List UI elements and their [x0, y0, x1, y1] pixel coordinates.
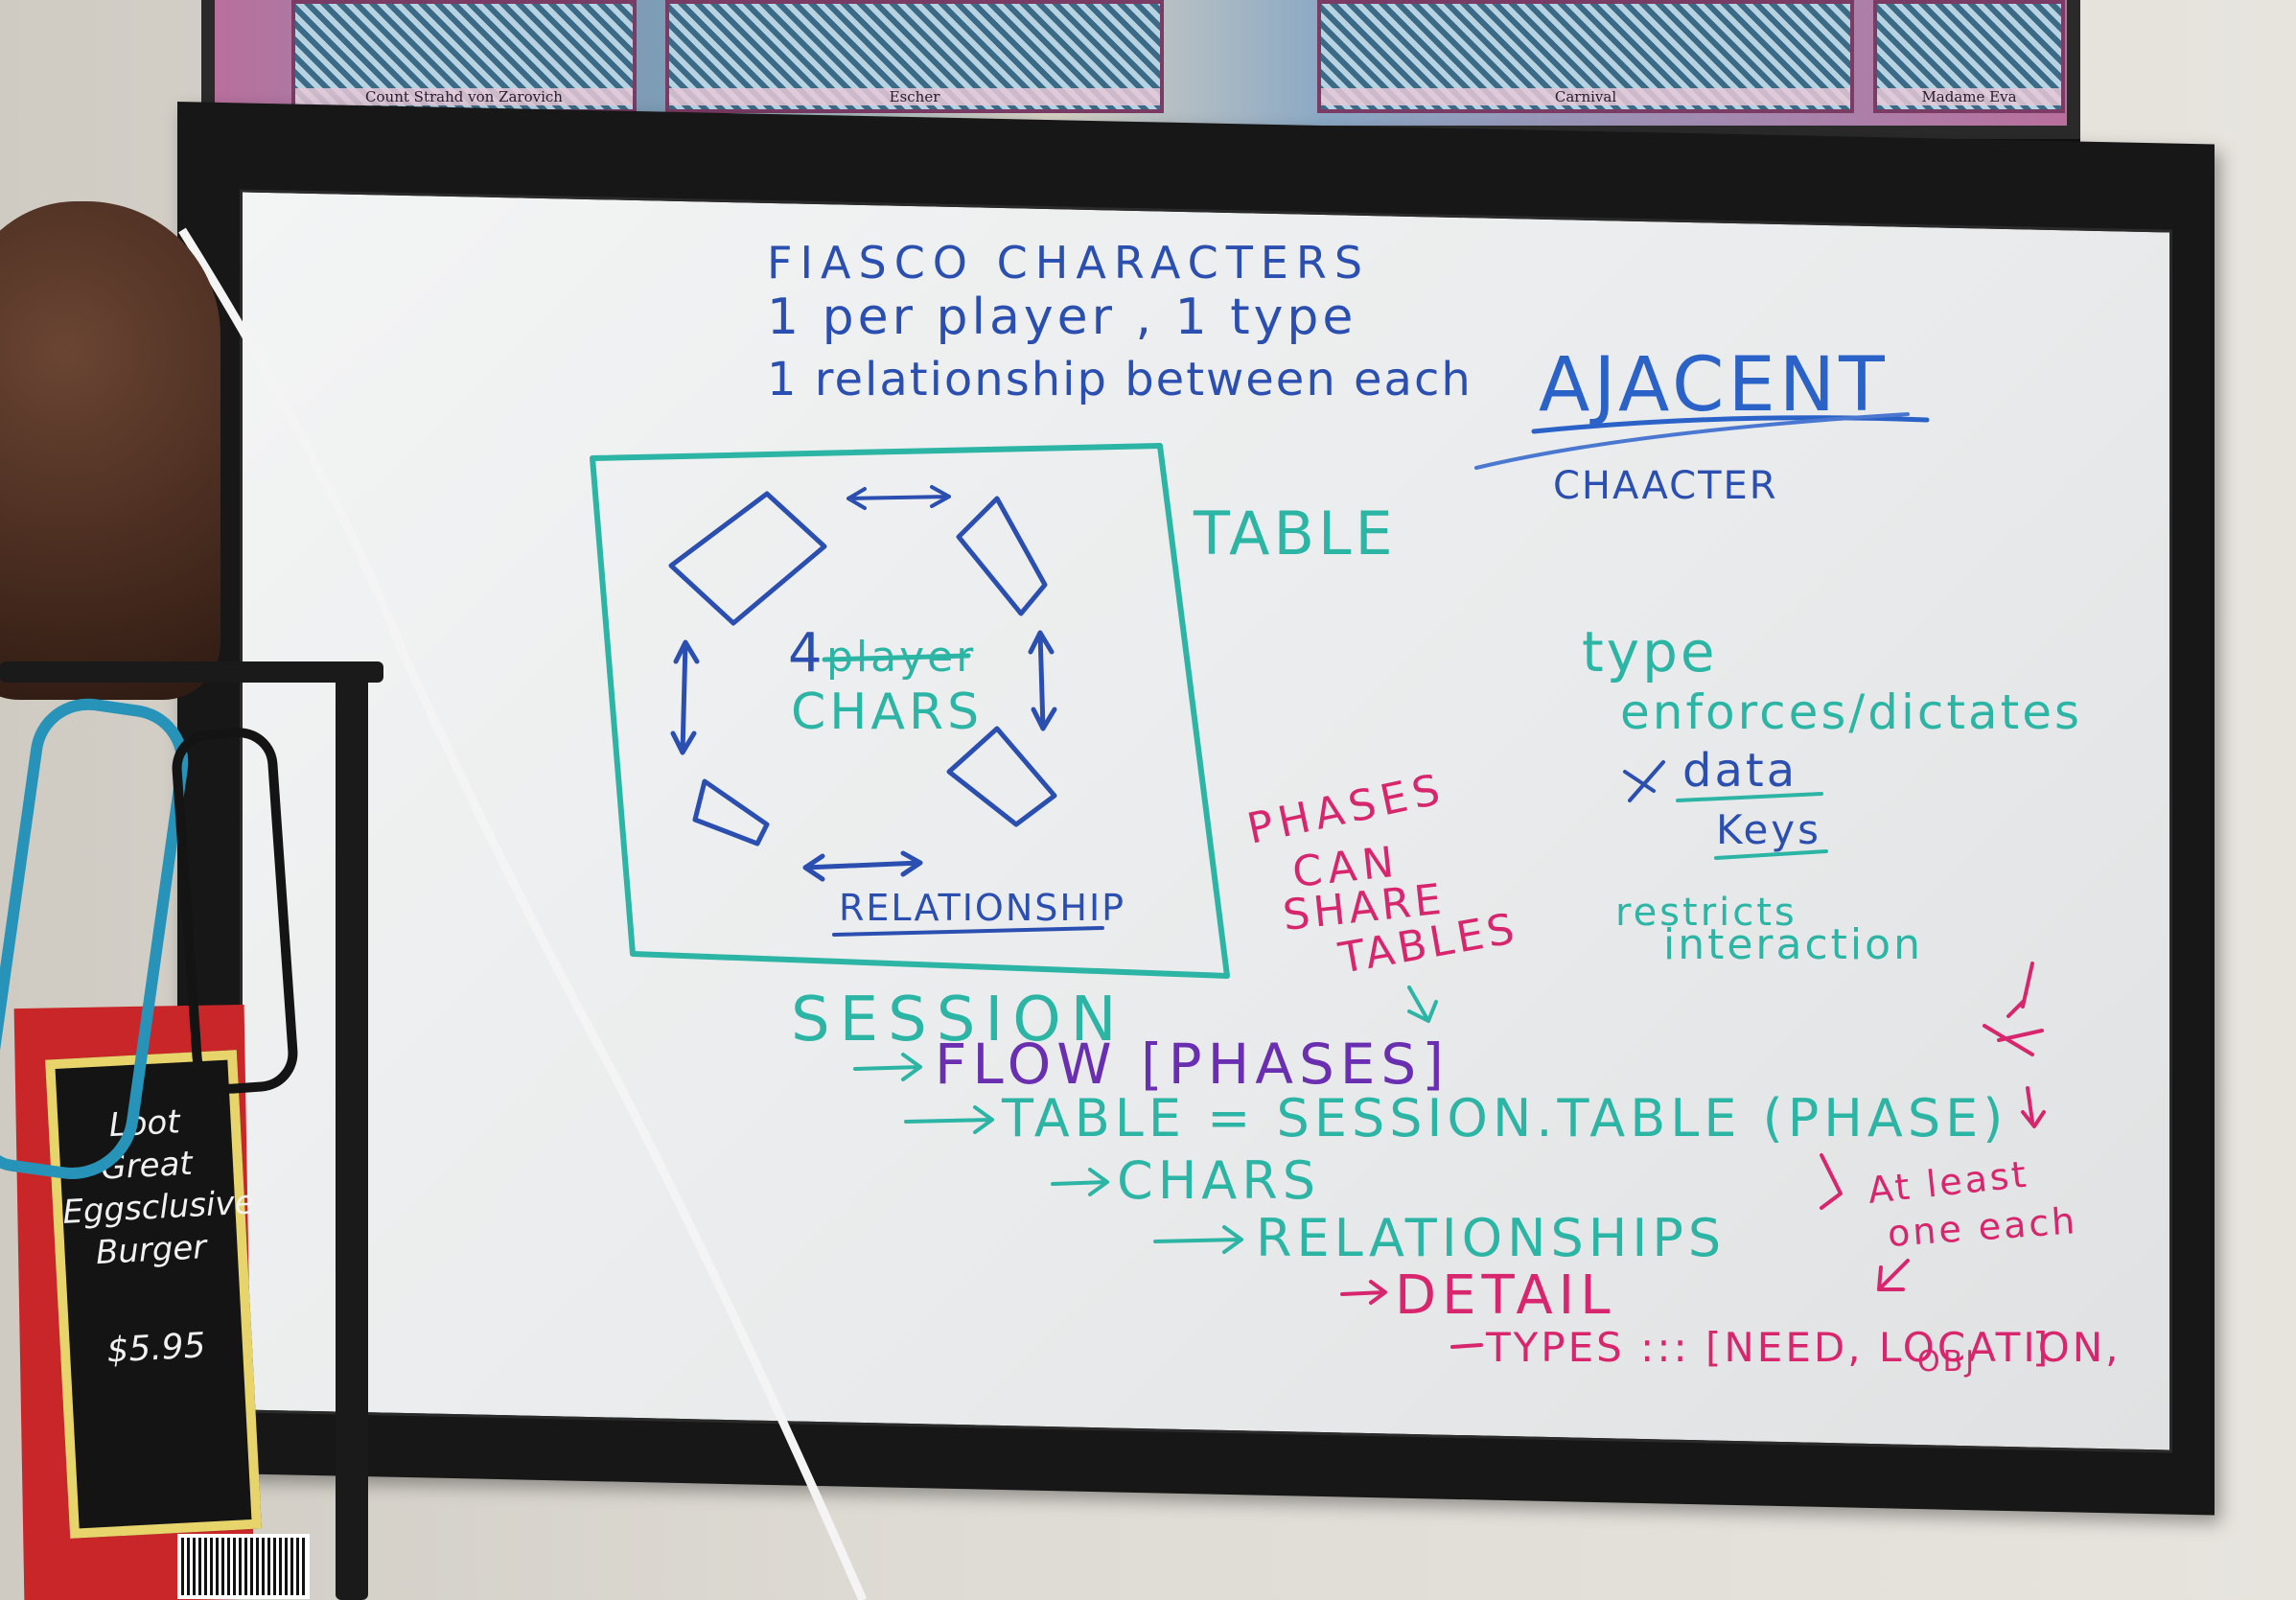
- center-label: CHARS: [791, 684, 983, 741]
- scribble-mark: [1623, 760, 1665, 802]
- side-note-line-2: one each: [1887, 1199, 2079, 1255]
- poster-caption: Carnival: [1321, 88, 1850, 105]
- side-note-arrow: [1877, 1259, 1910, 1291]
- header-line-3: 1 relationship between each: [767, 353, 1473, 406]
- sign-line: Burger: [94, 1228, 208, 1273]
- adjacent-underline-2: [1474, 412, 1910, 470]
- type-title: type: [1582, 619, 1718, 684]
- poster-panel: Madame Eva: [1873, 0, 2065, 113]
- phases-line: CAN: [1290, 838, 1402, 897]
- session-types: TYPES ::: [NEED, LOCATION,: [1485, 1324, 2122, 1371]
- side-marks: [1983, 962, 2046, 1128]
- types-dash: [1450, 1343, 1483, 1349]
- side-squiggle: [1820, 1153, 1843, 1210]
- poster-artwork: Count Strahd von Zarovich Escher Carniva…: [215, 0, 2067, 126]
- poster: Count Strahd von Zarovich Escher Carniva…: [201, 0, 2080, 147]
- adjacent-word: AJACENT: [1539, 342, 1889, 429]
- session-flow: FLOW [PHASES]: [935, 1032, 1449, 1097]
- session-chars: CHARS: [1117, 1150, 1320, 1211]
- seat-shape: [956, 496, 1048, 616]
- seat-shape: [946, 726, 1057, 827]
- shelf-rail: [0, 661, 383, 683]
- sign-price: $5.95: [105, 1326, 207, 1371]
- session-types-obj: OBJ: [1917, 1345, 1977, 1379]
- phases-line: PHASES: [1243, 764, 1449, 853]
- header-line-1: FIASCO CHARACTERS: [767, 237, 1370, 289]
- type-line-3: Keys: [1716, 806, 1821, 853]
- poster-caption: Escher: [669, 88, 1160, 105]
- session-detail: DETAIL: [1395, 1264, 1615, 1327]
- seat-shape: [692, 778, 770, 846]
- data-underline: [1676, 792, 1823, 802]
- header-line-2: 1 per player , 1 type: [767, 289, 1357, 346]
- detail-arrow: [1340, 1280, 1387, 1305]
- character-word: CHAACTER: [1553, 464, 1778, 508]
- phases-arrow: [1407, 986, 1438, 1023]
- poster-panel: Escher: [665, 0, 1164, 113]
- session-relationships: RELATIONSHIPS: [1256, 1208, 1726, 1268]
- side-note-line-1: At least: [1866, 1153, 2030, 1212]
- session-table: TABLE = SESSION.TABLE (PHASE): [1001, 1088, 2007, 1148]
- type-line-1: enforces/dictates: [1620, 684, 2082, 740]
- arrow-bottom: [802, 850, 923, 882]
- center-number: 4: [788, 622, 825, 684]
- type-line-2: data: [1682, 744, 1797, 798]
- barcode-label: [177, 1534, 310, 1599]
- poster-caption: Madame Eva: [1877, 88, 2061, 105]
- relationship-label: RELATIONSHIP: [839, 887, 1125, 929]
- keys-underline: [1714, 849, 1828, 860]
- type-line-4: restricts: [1615, 891, 1797, 935]
- poster-caption: Count Strahd von Zarovich: [295, 88, 633, 105]
- type-line-5: interaction: [1663, 920, 1923, 969]
- flow-arrow: [853, 1053, 922, 1081]
- table-label: TABLE: [1193, 499, 1397, 568]
- arrow-top: [847, 485, 951, 510]
- arrow-right: [1028, 630, 1057, 731]
- plush-toy: [0, 201, 220, 700]
- session-types-close: ]: [2032, 1324, 2051, 1371]
- sign-line: Eggsclusive: [61, 1183, 256, 1232]
- poster-panel: Carnival: [1317, 0, 1854, 113]
- shelf-post: [336, 661, 368, 1600]
- arrow-left: [670, 639, 700, 755]
- seat-shape: [668, 491, 827, 626]
- relationships-arrow: [1153, 1225, 1243, 1254]
- relationship-underline: [832, 926, 1104, 937]
- chars-arrow: [1051, 1168, 1109, 1196]
- table-arrow: [904, 1105, 994, 1134]
